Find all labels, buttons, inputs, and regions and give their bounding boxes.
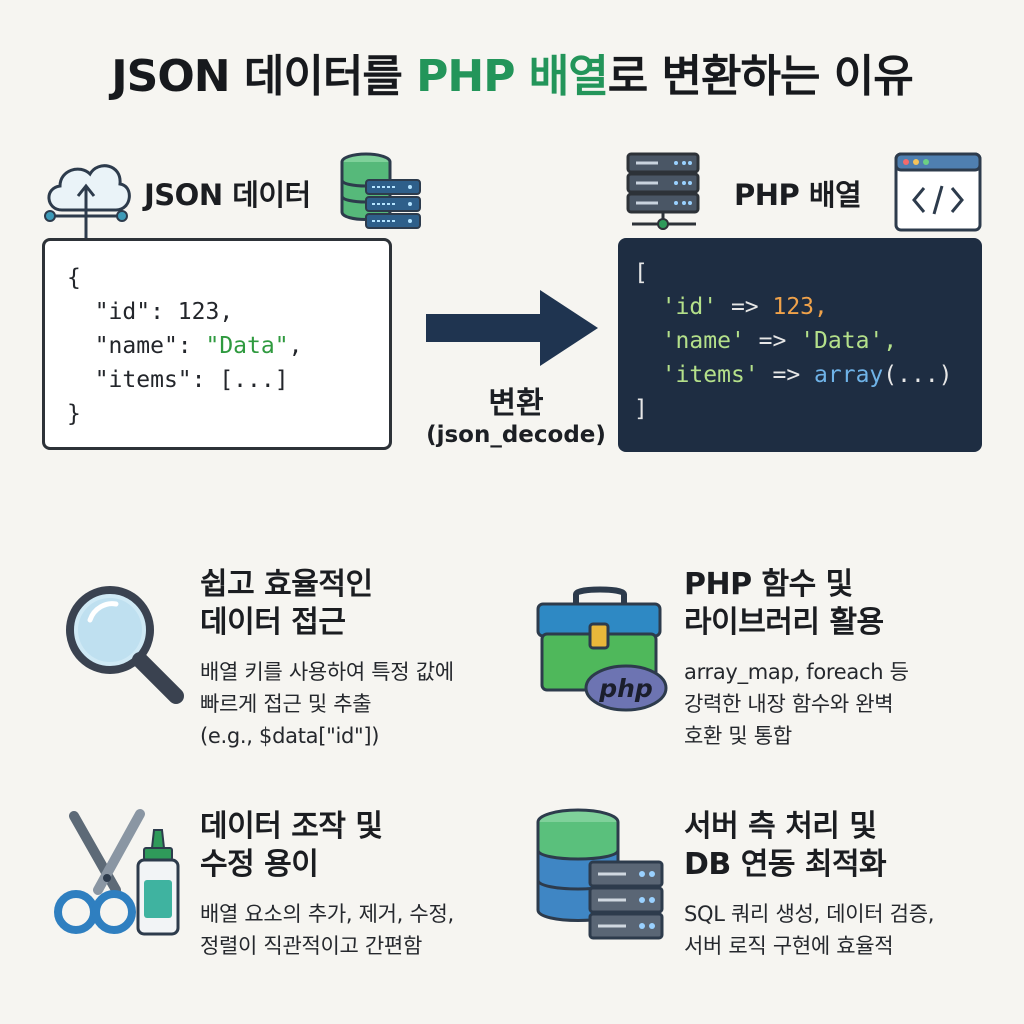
php-key-items: 'items' [661, 362, 759, 388]
feature-2-title-line2: 라이브러리 활용 [684, 605, 884, 640]
feature-4-desc-line2: 서버 로직 구현에 효율적 [684, 934, 894, 958]
magnifier-icon [66, 586, 184, 704]
title-text-start: JSON 데이터를 [111, 51, 417, 102]
feature-card-1: 쉽고 효율적인 데이터 접근 배열 키를 사용하여 특정 값에 빠르게 접근 및… [200, 566, 454, 752]
feature-3-title-line2: 수정 용이 [200, 847, 319, 882]
php-line-close: ] [634, 396, 648, 422]
php-key-id: 'id' [661, 294, 718, 320]
json-line-id: "id": 123, [67, 295, 389, 329]
json-line-open: { [67, 265, 81, 291]
php-arrow: => [744, 328, 801, 354]
json-key-id: "id": [94, 299, 178, 325]
feature-4-title-line2: DB 연동 최적화 [684, 847, 887, 882]
php-arrow: => [758, 362, 815, 388]
php-line-id: 'id' => 123, [634, 290, 982, 324]
cloud-upload-icon [44, 164, 131, 238]
php-line-open: [ [634, 260, 648, 286]
feature-1-desc-line2: 빠르게 접근 및 추출 [200, 692, 372, 716]
json-code-box: { "id": 123, "name": "Data", "items": [.… [42, 238, 392, 450]
convert-sublabel: (json_decode) [426, 422, 606, 448]
title-highlight: PHP 배열 [416, 51, 609, 102]
feature-3-desc-line2: 정렬이 직관적이고 간편함 [200, 934, 422, 958]
json-line-name: "name": "Data", [67, 329, 389, 363]
scissors-glue-icon [54, 809, 180, 936]
php-val-id: 123, [772, 294, 828, 320]
feature-card-3: 데이터 조작 및 수정 용이 배열 요소의 추가, 제거, 수정, 정렬이 직관… [200, 808, 454, 962]
feature-2-desc-line2: 강력한 내장 함수와 완벽 [684, 692, 894, 716]
json-key-name: "name": [94, 333, 206, 359]
feature-card-4: 서버 측 처리 및 DB 연동 최적화 SQL 쿼리 생성, 데이터 검증, 서… [684, 808, 934, 962]
php-label: PHP 배열 [734, 178, 862, 212]
feature-4-desc-line1: SQL 쿼리 생성, 데이터 검증, [684, 902, 935, 926]
php-val-name: 'Data', [800, 328, 898, 354]
json-val-name: "Data" [205, 333, 289, 359]
json-items: "items": [...] [94, 367, 289, 393]
title-text-end: 로 변환하는 이유 [607, 51, 914, 102]
feature-1-title-line1: 쉽고 효율적인 [200, 567, 373, 602]
php-fn-args: (...) [883, 362, 953, 388]
php-arrow: => [717, 294, 773, 320]
php-code-box: [ 'id' => 123, 'name' => 'Data', 'items'… [618, 238, 982, 452]
feature-2-desc-line3: 호환 및 통합 [684, 724, 792, 748]
database-stack-icon [340, 152, 421, 229]
php-toolbox-icon: php [536, 586, 668, 712]
json-val-id: 123, [177, 299, 234, 325]
feature-1-title-line2: 데이터 접근 [200, 605, 346, 640]
feature-1-desc-line3: (e.g., $data["id"]) [200, 724, 380, 748]
convert-label: 변환 [488, 386, 544, 421]
server-rack-icon [626, 152, 700, 230]
json-comma: , [288, 333, 303, 359]
json-label: JSON 데이터 [144, 178, 311, 212]
php-line-name: 'name' => 'Data', [634, 324, 982, 358]
json-line-close: } [67, 401, 81, 427]
convert-arrow-icon [426, 290, 598, 366]
feature-card-2: PHP 함수 및 라이브러리 활용 array_map, foreach 등 강… [684, 566, 909, 752]
json-line-items: "items": [...] [67, 363, 389, 397]
php-fn-array: array [814, 362, 884, 388]
feature-2-desc-line1: array_map, foreach 등 [684, 660, 909, 684]
php-line-items: 'items' => array(...) [634, 358, 982, 392]
feature-3-desc-line1: 배열 요소의 추가, 제거, 수정, [200, 902, 454, 926]
page-title: JSON 데이터를 PHP 배열로 변환하는 이유 [0, 40, 1024, 104]
php-badge-text: php [598, 674, 653, 703]
feature-2-title-line1: PHP 함수 및 [684, 567, 853, 602]
code-window-icon [894, 152, 982, 232]
feature-3-title-line1: 데이터 조작 및 [200, 809, 383, 844]
feature-1-desc-line1: 배열 키를 사용하여 특정 값에 [200, 660, 454, 684]
php-key-name: 'name' [661, 328, 745, 354]
feature-4-title-line1: 서버 측 처리 및 [684, 809, 877, 844]
database-server-icon [536, 808, 664, 940]
